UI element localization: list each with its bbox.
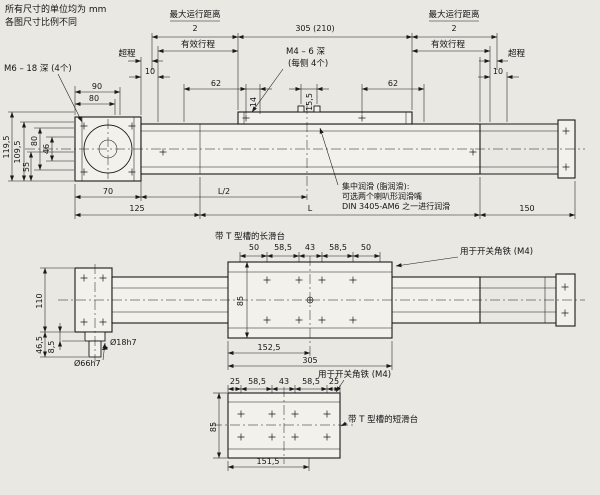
- dim-10-right-label: 10: [493, 67, 503, 76]
- label-m6-holes: M6 – 18 深 (4个): [4, 64, 72, 74]
- dim-62-right-label: 62: [388, 79, 398, 88]
- dim-58-5-left-label: 58,5: [248, 377, 266, 386]
- dim-85-short-label: 85: [209, 422, 218, 432]
- dim-25-left-label: 25: [230, 377, 240, 386]
- dim-62-left-label: 62: [211, 79, 221, 88]
- dim-119-5-label: 119,5: [2, 136, 11, 159]
- dim-max-travel-right-label: 最大运行距离: [428, 9, 479, 20]
- general-notes: 所有尺寸的单位均为 mm 各图尺寸比例不同: [5, 3, 106, 28]
- dim-shaft-diameter-label: Ø18h7: [110, 337, 137, 347]
- dim-70-label: 70: [103, 187, 113, 196]
- lube-nipple: [297, 105, 305, 113]
- side-view-part: [25, 104, 585, 200]
- dim-stroke-left-label: 有效行程: [181, 39, 216, 50]
- long-slide-part: [58, 256, 585, 362]
- dim-L2-label: L/2: [218, 187, 230, 196]
- label-m4-holes-line2: (每侧 4个): [288, 58, 328, 69]
- dim-stroke-right-label: 有效行程: [431, 39, 466, 50]
- side-view-lower-dims: 70 L/2 125 L 150: [74, 177, 576, 219]
- dim-80-label: 80: [89, 94, 99, 103]
- dim-15-5-label: 15,5: [305, 93, 314, 111]
- dim-L-label: L: [308, 204, 313, 213]
- dim-125-label: 125: [129, 204, 144, 213]
- lube-nipple: [313, 105, 321, 113]
- lubrication-note: 集中润滑 (脂润滑): 可选两个喇叭形润滑嘴 DIN 3405-AM6 之一进行…: [319, 127, 450, 211]
- long-slide-view: 带 T 型槽的长滑台 用于开关角铁 (M4) 50 58,5 43 58,5 5…: [35, 231, 585, 370]
- dim-109-5-label: 109,5: [13, 141, 22, 164]
- dim-overtravel-right-label: 超程: [508, 48, 526, 59]
- dim-50-right-label: 50: [361, 243, 371, 252]
- side-view-upper-dims: 最大运行距离 2 305 (210) 最大运行距离 2 有效行程 有效行程 超程…: [4, 9, 526, 123]
- dim-110-label: 110: [35, 293, 44, 308]
- note-scale: 各图尺寸比例不同: [5, 16, 77, 28]
- label-m4-holes-line1: M4 – 6 深: [286, 47, 326, 57]
- dim-carriage-length-label: 305 (210): [295, 24, 334, 33]
- short-slide-view: 用于开关角铁 (M4) 25 58,5 43 58,5 25 85 带 T 型槽…: [209, 369, 418, 471]
- long-slide-switch-bracket-label: 用于开关角铁 (M4): [460, 246, 533, 257]
- short-slide-dims: 用于开关角铁 (M4) 25 58,5 43 58,5 25 85 带 T 型槽…: [209, 369, 418, 471]
- dim-25-right-label: 25: [329, 377, 339, 386]
- dim-55-label: 55: [22, 162, 31, 172]
- dim-46-5-label: 46,5: [35, 336, 44, 354]
- lube-note-line3: DIN 3405-AM6 之一进行润滑: [342, 201, 450, 211]
- dim-pilot-diameter-label: Ø66h7: [74, 358, 101, 368]
- dim-46-label: 46: [42, 144, 51, 154]
- dim-152-5-label: 152,5: [258, 343, 281, 352]
- dim-85-long-label: 85: [236, 296, 245, 306]
- short-slide-switch-bracket-label: 用于开关角铁 (M4): [318, 369, 391, 380]
- dim-90-label: 90: [92, 82, 102, 91]
- short-slide-part: [212, 387, 356, 464]
- short-slide-title: 带 T 型槽的短滑台: [348, 414, 418, 425]
- lube-note-line2: 可选两个喇叭形润滑嘴: [342, 191, 422, 201]
- long-slide-dims: 带 T 型槽的长滑台 用于开关角铁 (M4) 50 58,5 43 58,5 5…: [35, 231, 533, 370]
- dim-80-vertical-label: 80: [30, 136, 39, 146]
- dim-150-label: 150: [519, 204, 534, 213]
- dim-58-5-left-label: 58,5: [274, 243, 292, 252]
- dim-151-5-label: 151,5: [257, 457, 280, 466]
- dim-43-label: 43: [279, 377, 289, 386]
- dim-14-label: 14: [249, 97, 258, 107]
- note-units: 所有尺寸的单位均为 mm: [5, 3, 106, 15]
- dim-10-left-label: 10: [145, 67, 155, 76]
- dim-58-5-right-label: 58,5: [302, 377, 320, 386]
- dim-43-label: 43: [305, 243, 315, 252]
- side-view: 最大运行距离 2 305 (210) 最大运行距离 2 有效行程 有效行程 超程…: [2, 9, 585, 219]
- dim-50-left-label: 50: [249, 243, 259, 252]
- dim-max-travel-left-denominator: 2: [192, 24, 197, 33]
- dim-8-5-label: 8,5: [47, 341, 56, 354]
- dim-max-travel-left-label: 最大运行距离: [169, 9, 220, 20]
- dim-58-5-right-label: 58,5: [329, 243, 347, 252]
- dim-max-travel-right-denominator: 2: [451, 24, 456, 33]
- dim-overtravel-left-label: 超程: [118, 48, 136, 59]
- long-slide-title: 带 T 型槽的长滑台: [215, 231, 285, 242]
- lube-note-line1: 集中润滑 (脂润滑):: [342, 181, 409, 191]
- side-view-left-dims: 119,5 109,5 55 80 46: [2, 111, 74, 182]
- dim-305-label: 305: [302, 356, 317, 365]
- carriage-side: [237, 111, 413, 125]
